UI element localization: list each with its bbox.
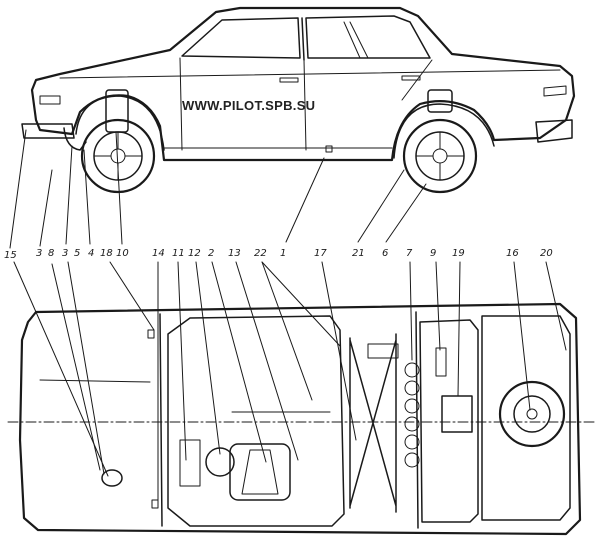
top-trunk-outline xyxy=(481,315,571,521)
callout-4: 4 xyxy=(88,248,94,259)
callout-18: 18 xyxy=(100,248,113,259)
side-taillight xyxy=(543,85,567,97)
top-steering-wheel xyxy=(205,447,235,477)
side-door-handle-rear xyxy=(401,75,421,81)
leader-10 xyxy=(115,131,123,245)
top-mirror-front xyxy=(147,329,155,339)
top-front-divider xyxy=(159,313,163,527)
leader-12 xyxy=(195,261,221,455)
leader-5 xyxy=(67,261,105,475)
leader-11 xyxy=(177,261,187,461)
side-front-bumper xyxy=(21,123,75,139)
callout-10: 10 xyxy=(116,248,129,259)
callout-9: 9 xyxy=(430,248,436,259)
leader-2 xyxy=(211,261,267,463)
top-mirror-rear xyxy=(151,499,159,509)
leader-17 xyxy=(321,261,357,441)
callout-2: 2 xyxy=(208,248,214,259)
watermark-text: WWW.PILOT.SPB.SU xyxy=(182,98,315,113)
callout-11: 11 xyxy=(172,248,185,259)
leader-4 xyxy=(83,149,91,245)
leader-16 xyxy=(513,261,531,411)
side-fuel-cap xyxy=(325,145,333,153)
side-rear-arch xyxy=(393,103,495,159)
callout-19: 19 xyxy=(452,248,465,259)
leader-3b xyxy=(65,145,73,245)
top-spare-wheel xyxy=(498,380,566,448)
side-tow-hook xyxy=(63,127,87,151)
side-rear-bumper xyxy=(535,119,573,143)
top-windshield xyxy=(167,315,345,527)
leader-19 xyxy=(457,261,461,397)
leader-7 xyxy=(409,261,413,361)
leader-21 xyxy=(357,169,405,243)
side-door-cut-mid xyxy=(303,59,307,151)
leader-15b xyxy=(13,261,109,477)
leader-22a xyxy=(261,261,341,347)
callout-7: 7 xyxy=(406,248,413,259)
side-belt-line xyxy=(59,69,561,79)
top-hood-line xyxy=(39,379,151,383)
callout-8: 8 xyxy=(48,248,54,259)
callout-6: 6 xyxy=(382,248,388,259)
callout-14: 14 xyxy=(152,248,165,259)
leader-lines xyxy=(9,129,567,507)
top-extinguisher xyxy=(367,343,399,359)
callout-16: 16 xyxy=(506,248,519,259)
side-front-arch xyxy=(75,95,165,151)
top-driver-seat xyxy=(229,443,291,501)
callout-1: 1 xyxy=(280,248,286,259)
leader-22b xyxy=(261,261,313,401)
side-front-wheel xyxy=(80,118,156,194)
side-window-rear xyxy=(305,15,431,59)
leader-15 xyxy=(9,129,27,249)
callout-15: 15 xyxy=(4,250,17,261)
side-headlight xyxy=(39,95,61,105)
top-cylinder-row xyxy=(404,362,420,468)
top-battery xyxy=(441,395,473,433)
callout-12: 12 xyxy=(188,248,201,259)
callout-20: 20 xyxy=(540,248,553,259)
callout-17: 17 xyxy=(314,248,327,259)
top-bracket xyxy=(435,347,447,377)
leader-1 xyxy=(285,157,325,243)
side-b-pillar xyxy=(301,17,305,61)
top-body-outline xyxy=(18,302,582,536)
side-rear-strut xyxy=(427,89,453,113)
leader-3a xyxy=(39,169,53,247)
side-door-handle-front xyxy=(279,77,299,83)
leader-13 xyxy=(235,261,299,461)
callout-labels: 15 3 8 3 5 4 18 10 14 11 12 2 13 22 1 17… xyxy=(4,248,553,261)
leader-18 xyxy=(109,261,155,331)
callout-13: 13 xyxy=(228,248,241,259)
top-roll-cage xyxy=(349,333,397,513)
side-window-front xyxy=(181,17,301,59)
callout-3a: 3 xyxy=(36,248,42,259)
side-roll-bar-a xyxy=(343,21,361,59)
side-roll-bar-b xyxy=(349,21,369,59)
top-cabin-rear xyxy=(415,311,419,529)
leader-6 xyxy=(385,183,427,243)
callout-22: 22 xyxy=(254,248,267,259)
callout-5: 5 xyxy=(74,248,80,259)
callout-21: 21 xyxy=(352,248,365,259)
callout-3b: 3 xyxy=(62,248,68,259)
leader-20 xyxy=(545,261,567,351)
side-view xyxy=(21,6,576,194)
leader-9 xyxy=(435,261,441,351)
side-front-strut xyxy=(105,89,129,133)
top-rear-window xyxy=(419,319,479,523)
top-view xyxy=(7,302,597,536)
side-door-cut-front xyxy=(179,57,183,151)
side-rear-wheel xyxy=(402,118,478,194)
leader-8 xyxy=(51,263,101,471)
top-tow-eye xyxy=(101,469,123,487)
top-dash xyxy=(179,439,201,487)
